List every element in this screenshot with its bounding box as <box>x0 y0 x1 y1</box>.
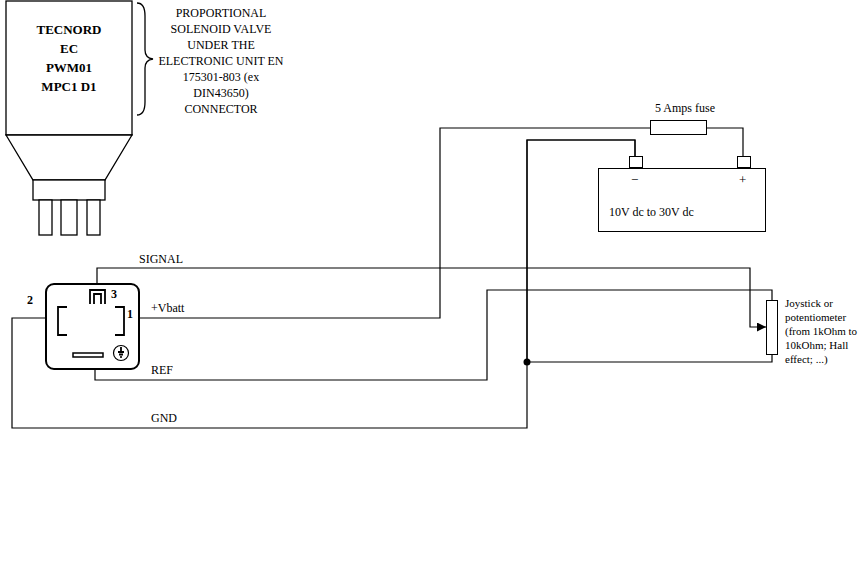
battery-box: − +10V dc to 30V dc <box>598 168 766 232</box>
pin-number: 1 <box>127 307 133 321</box>
ground-pin <box>73 353 103 357</box>
ground-symbol <box>114 346 129 361</box>
valve-pin <box>61 200 77 235</box>
battery-terminal <box>629 156 643 168</box>
brace <box>137 3 153 115</box>
connector-pins <box>47 285 138 368</box>
potentiometer-label: Joystick or potentiometer (from 1kOhm to… <box>785 296 863 366</box>
battery-terminal <box>737 156 751 168</box>
valve-model: TECNORD EC PWM01 MPC1 D1 <box>36 20 101 96</box>
valve-description: PROPORTIONAL SOLENOID VALVE UNDER THE EL… <box>155 5 287 117</box>
ground-wire <box>527 140 772 362</box>
signal-name: GND <box>150 411 178 425</box>
pin-socket <box>115 307 124 335</box>
pin-number: 2 <box>27 293 33 307</box>
valve-pin <box>87 200 100 235</box>
reference-wire <box>95 290 772 380</box>
pin-socket <box>58 307 67 335</box>
signal-name: +Vbatt <box>150 301 185 315</box>
pin-number: 3 <box>111 287 117 301</box>
potentiometer-symbol: Joystick or potentiometer (from 1kOhm to… <box>766 300 778 355</box>
signal-name: SIGNAL <box>138 252 184 266</box>
fuse-box: 5 Amps fuse <box>650 120 707 135</box>
valve-pin <box>39 200 52 235</box>
battery-voltage: 10V dc to 30V dc <box>609 205 694 219</box>
valve-base <box>33 180 105 200</box>
valve-taper <box>6 135 132 180</box>
connector-box: 321 <box>45 283 140 370</box>
terminal-sign: − <box>631 172 638 187</box>
fuse-label: 5 Amps fuse <box>655 101 715 115</box>
valve-body <box>6 1 132 135</box>
terminal-sign: + <box>739 172 746 187</box>
signal-name: REF <box>150 363 174 377</box>
pin-socket <box>90 290 105 304</box>
ground-wire <box>12 140 635 428</box>
solenoid-valve: TECNORD EC PWM01 MPC1 D1 <box>5 0 133 237</box>
ground-symbol <box>118 347 124 357</box>
